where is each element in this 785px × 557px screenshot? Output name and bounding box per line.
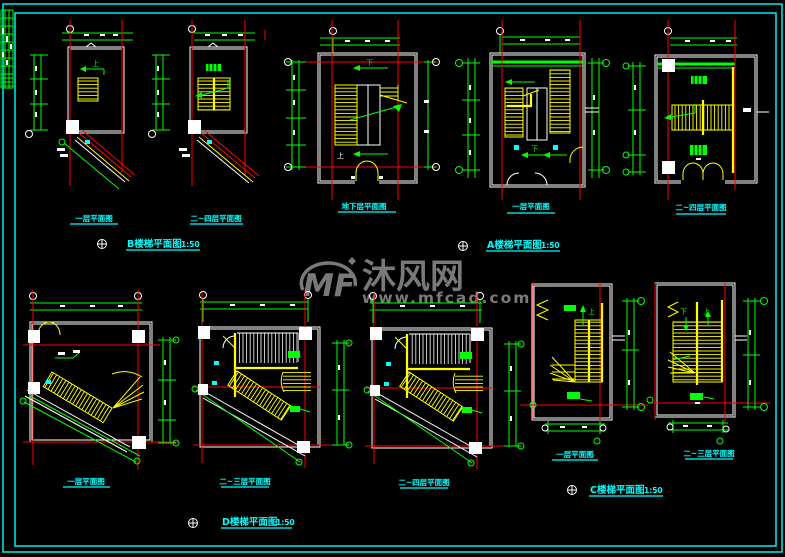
stair-direction-label: 下 — [531, 145, 538, 153]
stair-direction-label: 下 — [366, 59, 373, 67]
plan-caption: 二~四层平面图 — [398, 478, 450, 487]
watermark-star — [348, 257, 356, 265]
room-label-glyphs — [460, 352, 472, 359]
door-swing — [535, 299, 550, 321]
stair-flight — [504, 87, 524, 138]
plan-caption: 一层平面图 — [75, 214, 113, 223]
winder-treads — [667, 351, 696, 374]
plan-c-stair-floor1: 上 一层平面图 — [520, 282, 648, 461]
stair-title-scale: 1:50 — [276, 518, 295, 527]
plan-a-stair-floors2-4: 二~四层平面图 — [622, 20, 769, 215]
room-label-glyphs — [290, 406, 300, 412]
stair-title-a: A楼梯平面图 1:50 — [458, 239, 560, 252]
stair-flight-diagonal — [227, 370, 292, 421]
stair-title-label: B楼梯平面图 — [127, 238, 182, 250]
plan-underground-floor: 下 上 地下层平面图 — [284, 20, 440, 213]
plan-d-stair-floors2-4: 二~四层平面图 — [363, 292, 525, 489]
stair-direction-label: 上 — [337, 151, 344, 160]
stair-direction-label: 上 — [588, 307, 595, 316]
plan-b-stair-floors2-4: 二~四层平面图 — [148, 20, 260, 225]
stair-flight — [334, 84, 358, 146]
stair-direction-label: 上 — [92, 59, 99, 68]
watermark-url: www.mfcad.com — [362, 289, 531, 307]
stair-flight — [237, 333, 297, 363]
stair-title-label: C楼梯平面图 — [590, 484, 644, 496]
winder-treads — [549, 356, 576, 383]
plan-d-stair-floor1: 一层平面图 — [19, 290, 180, 488]
watermark-swoosh — [299, 261, 358, 291]
room-label-glyphs — [288, 351, 300, 358]
plan-a-stair-floor1: 下 一层平面图 — [455, 20, 610, 214]
door-swing — [666, 301, 680, 318]
plan-caption: 二~三层平面图 — [683, 449, 735, 458]
stair-title-label: A楼梯平面图 — [487, 239, 542, 251]
room-label-glyphs — [564, 305, 576, 311]
stair-title-c: C楼梯平面图 1:50 — [567, 484, 663, 497]
stair-direction-label: 上 — [703, 307, 710, 316]
watermark-brand: 沐风网 — [362, 257, 464, 297]
winder-treads — [111, 371, 145, 409]
stair-title-label: D楼梯平面图 — [222, 516, 277, 528]
stair-title-scale: 1:50 — [541, 241, 560, 250]
stair-title-d: D楼梯平面图 1:50 — [188, 516, 295, 529]
stair-flight — [549, 69, 571, 134]
drawing-title-block — [0, 9, 14, 89]
door-swing — [37, 321, 61, 336]
room-label-glyphs — [462, 407, 472, 413]
plan-caption: 一层平面图 — [512, 202, 550, 211]
stair-flight — [455, 373, 483, 393]
plan-caption: 二~四层平面图 — [675, 203, 727, 212]
stair-flight — [77, 77, 99, 102]
stair-flight — [409, 334, 469, 364]
stair-title-b: B楼梯平面图 1:50 — [97, 238, 200, 251]
plan-caption: 地下层平面图 — [342, 201, 387, 211]
door-swing — [569, 146, 584, 163]
plan-caption: 一层平面图 — [556, 450, 594, 459]
door-swing — [506, 172, 548, 186]
plan-b-stair-floor1: 上 一层平面图 — [25, 20, 136, 225]
plan-caption: 二~四层平面图 — [190, 214, 242, 223]
room-label-glyphs — [690, 393, 703, 400]
plan-caption: 二~三层平面图 — [219, 477, 271, 486]
door-swing — [355, 160, 379, 181]
watermark: MF 沐风网 www.mfcad.com — [299, 257, 531, 307]
stair-flight — [283, 372, 311, 392]
stair-flight-diagonal — [42, 371, 113, 424]
stair-direction-label: 下 — [680, 308, 687, 316]
door-swing — [682, 162, 724, 180]
drawing-frame — [2, 3, 783, 553]
plan-c-stair-floors2-3: 下 上 二~三层平面图 — [646, 282, 770, 460]
watermark-logo: MF — [303, 268, 355, 304]
plan-caption: 一层平面图 — [67, 477, 105, 486]
plan-d-stair-floors2-3: 二~三层平面图 — [191, 291, 353, 488]
stair-flight-diagonal — [399, 371, 464, 422]
room-label-glyphs — [691, 76, 707, 84]
room-label-glyphs — [567, 392, 580, 399]
stair-title-scale: 1:50 — [644, 486, 663, 495]
stair-title-scale: 1:50 — [181, 240, 200, 249]
